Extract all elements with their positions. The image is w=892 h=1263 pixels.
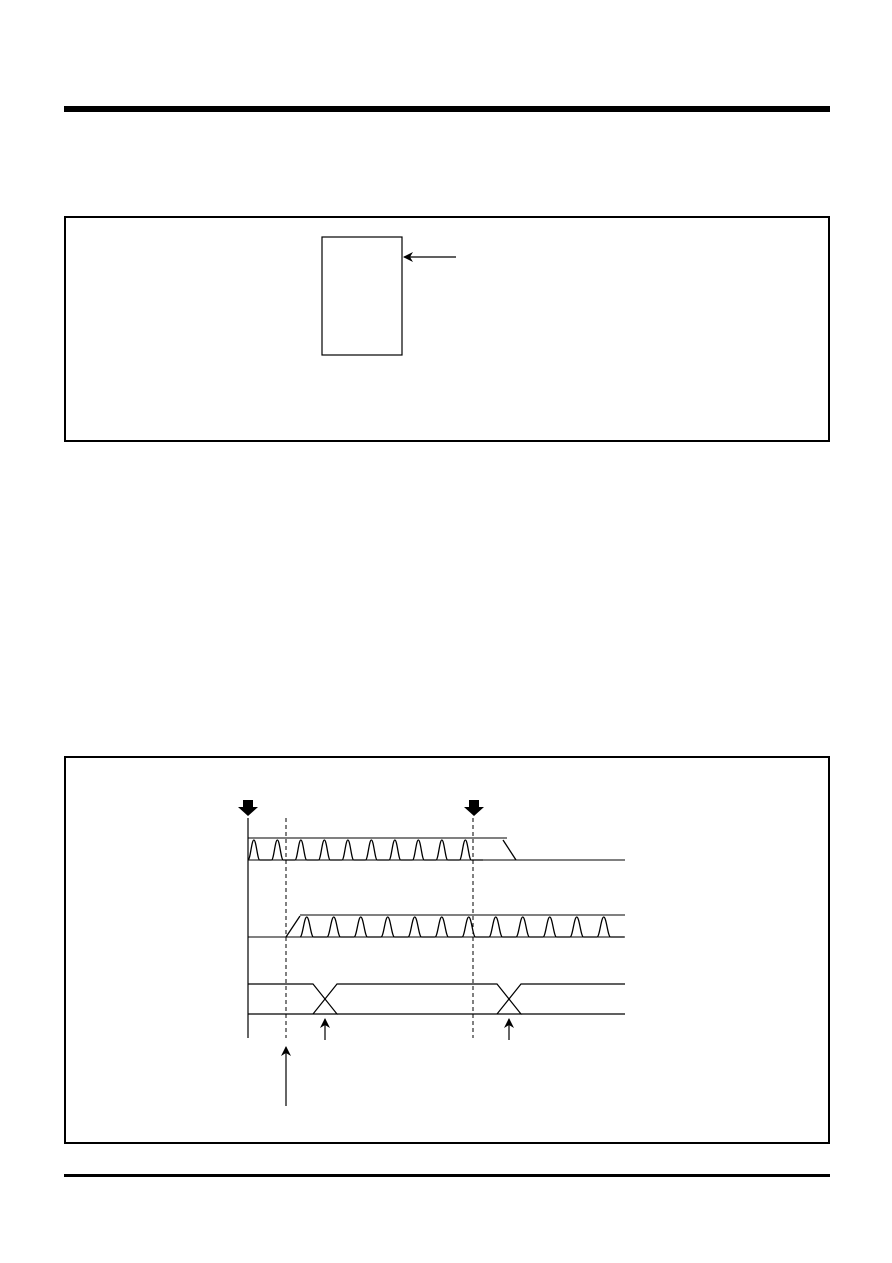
signal-2-rise-edge <box>285 915 301 938</box>
footer-rule <box>64 1174 830 1177</box>
end-down-arrow-icon <box>464 800 484 816</box>
signal-1-fall-edge <box>502 839 517 861</box>
header-rule <box>64 106 830 112</box>
signal-3-segment-a <box>248 983 339 1015</box>
figure-1-frame <box>64 216 830 442</box>
memory-block <box>321 236 403 356</box>
signal-3-segment-b <box>312 983 523 1015</box>
signal-3-segment-c <box>496 983 625 1015</box>
signal-2-waveform <box>299 916 624 938</box>
start-down-arrow-icon <box>238 800 258 816</box>
signal-1-waveform <box>247 839 483 861</box>
figure-2-frame <box>64 756 830 1144</box>
